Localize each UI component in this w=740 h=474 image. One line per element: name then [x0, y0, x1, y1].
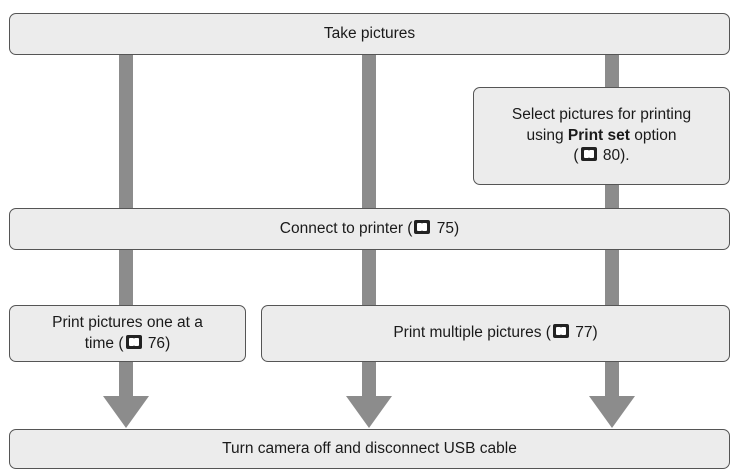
print-multiple-box: Print multiple pictures ( 77)	[261, 305, 730, 362]
page-reference-icon	[125, 334, 142, 349]
turn-off-label: Turn camera off and disconnect USB cable	[222, 439, 517, 457]
print-one-text: Print pictures one at a time ( 76)	[52, 313, 203, 355]
print-one-box: Print pictures one at a time ( 76)	[9, 305, 246, 362]
connect-printer-label: Connect to printer ( 75)	[279, 219, 460, 237]
print-one-line2: time ( 76)	[84, 334, 171, 352]
take-pictures-label: Take pictures	[323, 24, 416, 42]
arrowhead-left	[103, 396, 149, 428]
print-one-line1: Print pictures one at a	[52, 313, 203, 331]
page-reference-icon	[552, 324, 569, 339]
select-pictures-box: Select pictures for printing using Print…	[473, 87, 730, 185]
select-pictures-text: Select pictures for printing using Print…	[512, 105, 691, 168]
select-pictures-page: 80	[602, 147, 621, 165]
select-pictures-line1: Select pictures for printing	[511, 105, 692, 123]
connect-printer-box: Connect to printer ( 75)	[9, 208, 730, 250]
print-multiple-label: Print multiple pictures ( 77)	[393, 324, 598, 342]
select-pictures-line2: using Print set option	[526, 126, 677, 144]
arrowhead-middle	[346, 396, 392, 428]
turn-off-box: Turn camera off and disconnect USB cable	[9, 429, 730, 469]
print-set-option-name: Print set	[567, 126, 630, 144]
page-reference-icon	[580, 147, 597, 162]
select-pictures-line3: ( 80).	[573, 147, 630, 165]
take-pictures-box: Take pictures	[9, 13, 730, 55]
page-reference-icon	[414, 219, 431, 234]
arrowhead-right	[589, 396, 635, 428]
